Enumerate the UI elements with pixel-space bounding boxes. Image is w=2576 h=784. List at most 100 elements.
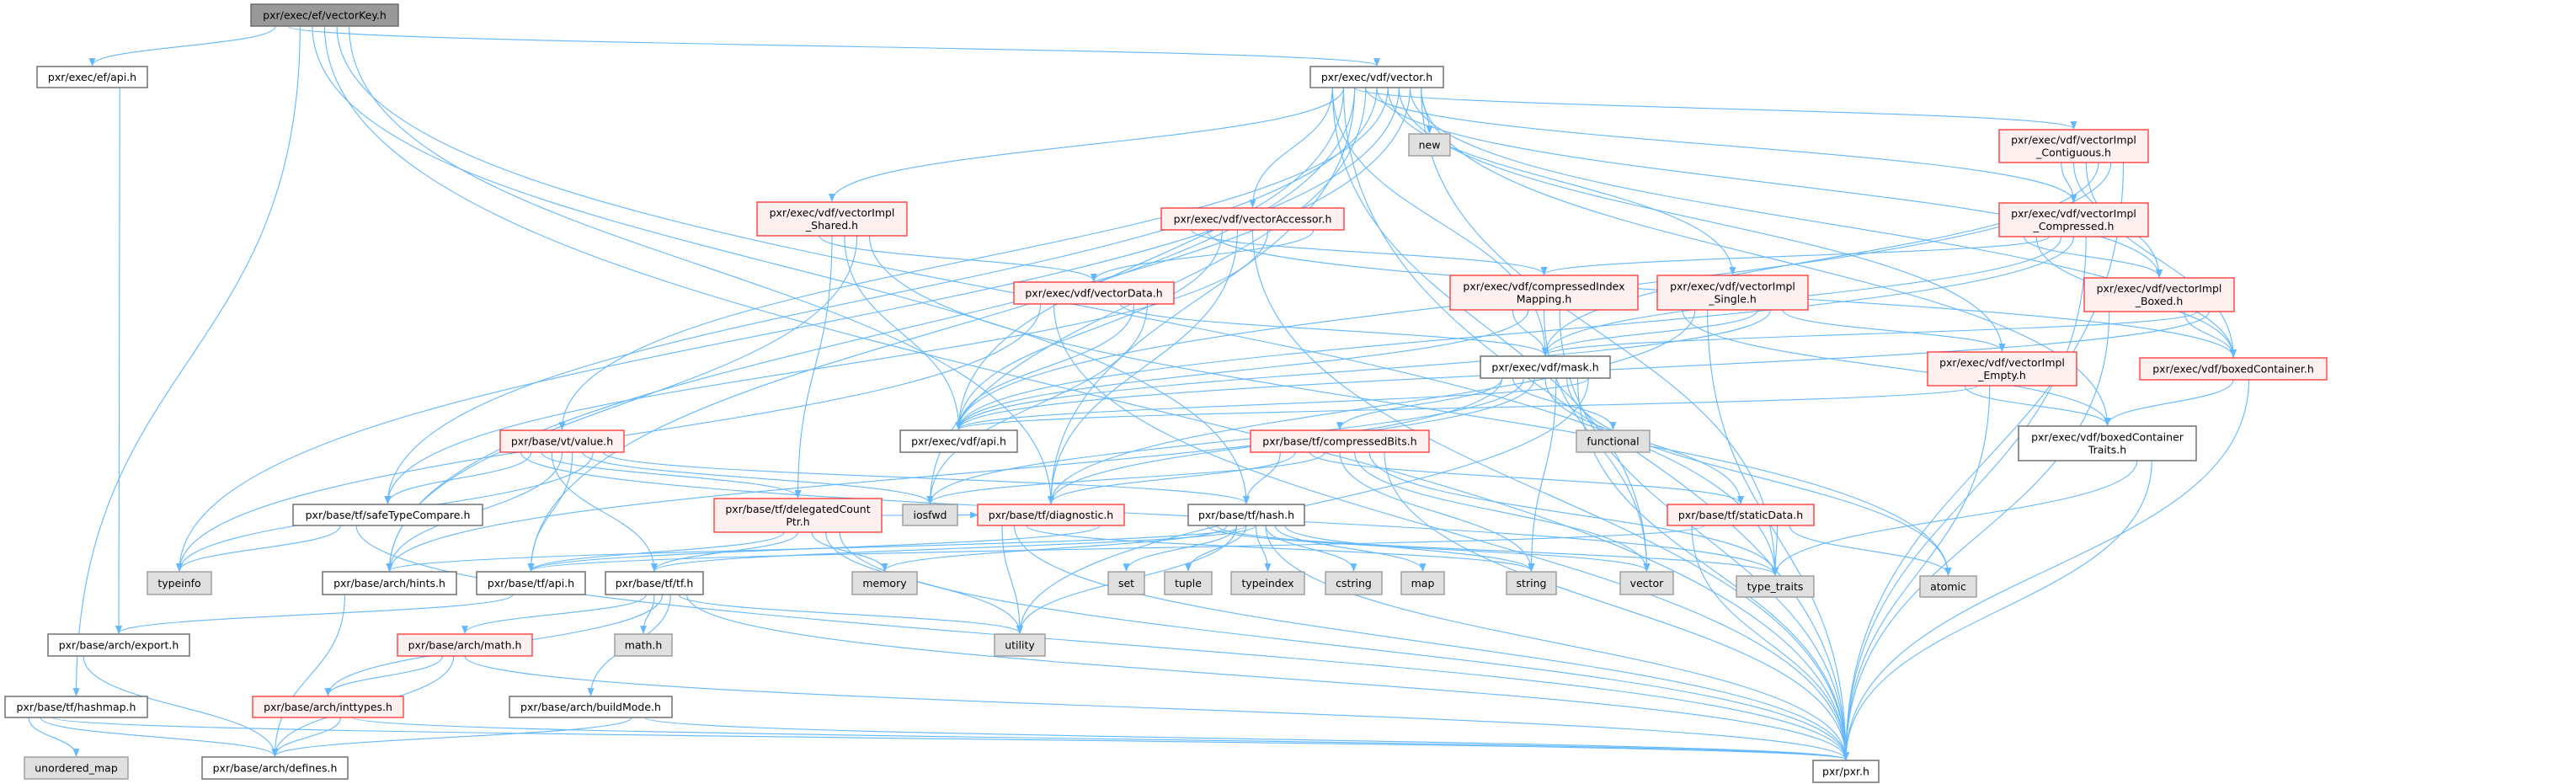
graph-node-staticData[interactable]: pxr/base/tf/staticData.h (1667, 504, 1815, 526)
graph-node-defines[interactable]: pxr/base/arch/defines.h (201, 756, 349, 780)
edge-vdf_vector-to-typeinfo (176, 87, 1400, 572)
node-box (201, 756, 349, 780)
graph-node-vectorKey[interactable]: pxr/exec/ef/vectorKey.h (250, 3, 399, 27)
node-label: pxr/pxr.h (1822, 765, 1869, 778)
node-label: map (1411, 577, 1435, 589)
edge-shared-to-vectorData (819, 235, 1097, 282)
graph-node-vdf_vector[interactable]: pxr/exec/vdf/vector.h (1309, 66, 1444, 88)
edge-compressedBits-to-type_traits (1368, 451, 1779, 576)
node-box (1449, 275, 1639, 311)
edge-vectorData-to-mask (1120, 303, 1549, 356)
node-box (1408, 133, 1451, 157)
edge-inttypes-to-defines (271, 717, 341, 757)
node-box (756, 201, 908, 237)
node-label: typeindex (1241, 577, 1293, 589)
graph-node-memory: memory (851, 571, 918, 595)
edge-math-to-inttypes (324, 655, 443, 696)
edge-boxed-to-boxedContainer (2184, 311, 2237, 358)
graph-node-boxedContainer[interactable]: pxr/exec/vdf/boxedContainer.h (2139, 357, 2328, 381)
edge-contiguous-to-boxedContainer (2085, 162, 2237, 358)
edge-accessor-to-safeTypeCompare (384, 229, 1269, 504)
graph-node-export[interactable]: pxr/base/arch/export.h (47, 633, 190, 657)
node-box (994, 633, 1046, 657)
node-label: _Compressed.h (2033, 220, 2115, 232)
node-label: set (1118, 577, 1134, 589)
graph-node-vdf_api[interactable]: pxr/exec/vdf/api.h (899, 429, 1018, 453)
node-label: pxr/exec/vdf/vectorImpl (2011, 134, 2136, 147)
graph-node-mask[interactable]: pxr/exec/vdf/mask.h (1480, 355, 1611, 379)
graph-node-single[interactable]: pxr/exec/vdf/vectorImpl_Single.h (1656, 275, 1809, 311)
graph-node-pxr[interactable]: pxr/pxr.h (1812, 760, 1880, 783)
edge-compressed-to-boxed (2023, 236, 2163, 278)
node-box (977, 504, 1125, 526)
node-box (1309, 66, 1444, 88)
node-label: pxr/exec/vdf/api.h (911, 435, 1006, 448)
node-label: pxr/exec/vdf/boxedContainer.h (2152, 363, 2314, 376)
graph-node-hashmap[interactable]: pxr/base/tf/hashmap.h (4, 696, 148, 718)
graph-node-safeTypeCompare[interactable]: pxr/base/tf/safeTypeCompare.h (292, 504, 483, 526)
graph-node-math[interactable]: pxr/base/arch/math.h (397, 633, 533, 657)
edge-single-to-mask (1542, 309, 1758, 356)
node-label: utility (1005, 639, 1035, 652)
graph-node-boxed[interactable]: pxr/exec/vdf/vectorImpl_Boxed.h (2083, 277, 2235, 312)
node-label: memory (862, 577, 907, 589)
node-box (1619, 571, 1674, 595)
node-box (2139, 357, 2328, 381)
graph-node-hints[interactable]: pxr/base/arch/hints.h (322, 571, 457, 595)
edge-hash-to-typeindex (1255, 525, 1272, 572)
graph-node-type_traits: type_traits (1736, 575, 1815, 598)
graph-node-accessor[interactable]: pxr/exec/vdf/vectorAccessor.h (1160, 207, 1345, 231)
edge-mask-to-vdf_api (955, 377, 1589, 430)
edge-vdf_vector-to-vt_value (558, 87, 1389, 430)
node-label: pxr/base/tf/tf.h (616, 577, 694, 589)
node-box (713, 498, 883, 533)
graph-node-contiguous[interactable]: pxr/exec/vdf/vectorImpl_Contiguous.h (1998, 129, 2149, 163)
node-label: pxr/exec/vdf/vectorData.h (1025, 287, 1162, 300)
graph-node-vectorData[interactable]: pxr/exec/vdf/vectorData.h (1013, 281, 1175, 305)
node-label: Mapping.h (1517, 293, 1572, 306)
node-label: tuple (1175, 577, 1202, 589)
node-label: pxr/base/tf/safeTypeCompare.h (306, 509, 471, 521)
edge-accessor-to-cim (1191, 229, 1548, 275)
edge-vectorKey-to-diagnostic (349, 25, 1054, 504)
graph-node-tf_tf[interactable]: pxr/base/tf/tf.h (605, 571, 704, 595)
node-label: pxr/exec/vdf/vectorAccessor.h (1174, 213, 1332, 226)
graph-node-compressedBits[interactable]: pxr/base/tf/compressedBits.h (1250, 429, 1430, 453)
node-box (1998, 202, 2149, 237)
graph-node-shared[interactable]: pxr/exec/vdf/vectorImpl_Shared.h (756, 201, 908, 237)
node-label: pxr/base/tf/hashmap.h (17, 701, 136, 713)
graph-node-tf_api[interactable]: pxr/base/tf/api.h (476, 571, 586, 595)
edge-vectorKey-to-pxr (323, 25, 1849, 760)
nodes-layer: pxr/exec/ef/vectorKey.h pxr/exec/ef/api.h… (4, 3, 2328, 783)
edge-vdf_vector-to-single (1387, 87, 1736, 275)
edge-hints-to-defines (271, 594, 346, 757)
graph-node-hash[interactable]: pxr/base/tf/hash.h (1187, 504, 1305, 526)
graph-node-ef_api[interactable]: pxr/exec/ef/api.h (36, 66, 148, 88)
graph-node-empty[interactable]: pxr/exec/vdf/vectorImpl_Empty.h (1927, 351, 2077, 387)
node-box (147, 571, 212, 595)
edge-hash-to-memory (881, 525, 1228, 572)
graph-node-buildMode[interactable]: pxr/base/arch/buildMode.h (509, 696, 673, 718)
edge-vt_value-to-tf_tf (551, 451, 658, 572)
node-box (2018, 425, 2197, 461)
node-box (1400, 571, 1445, 595)
node-label: pxr/base/tf/compressedBits.h (1262, 435, 1416, 448)
node-label: pxr/base/tf/staticData.h (1678, 509, 1803, 521)
graph-node-inttypes[interactable]: pxr/base/arch/inttypes.h (252, 696, 404, 718)
edge-vdf_vector-to-empty (1398, 87, 2006, 352)
edge-vectorData-to-vdf_api (955, 303, 1135, 430)
edge-hashmap-to-unordered_map (28, 717, 80, 757)
node-box (1576, 429, 1651, 453)
edge-accessor-to-pxr (1251, 229, 1849, 760)
graph-node-diagnostic[interactable]: pxr/base/tf/diagnostic.h (977, 504, 1125, 526)
graph-node-vt_value[interactable]: pxr/base/vt/value.h (499, 429, 625, 453)
edge-vdf_vector-to-accessor (1249, 87, 1333, 208)
edge-diagnostic-to-pxr (1013, 525, 1849, 760)
edge-tf_api-to-export (115, 594, 514, 634)
graph-node-compressed[interactable]: pxr/exec/vdf/vectorImpl_Compressed.h (1998, 202, 2149, 237)
node-label: string (1517, 577, 1547, 589)
